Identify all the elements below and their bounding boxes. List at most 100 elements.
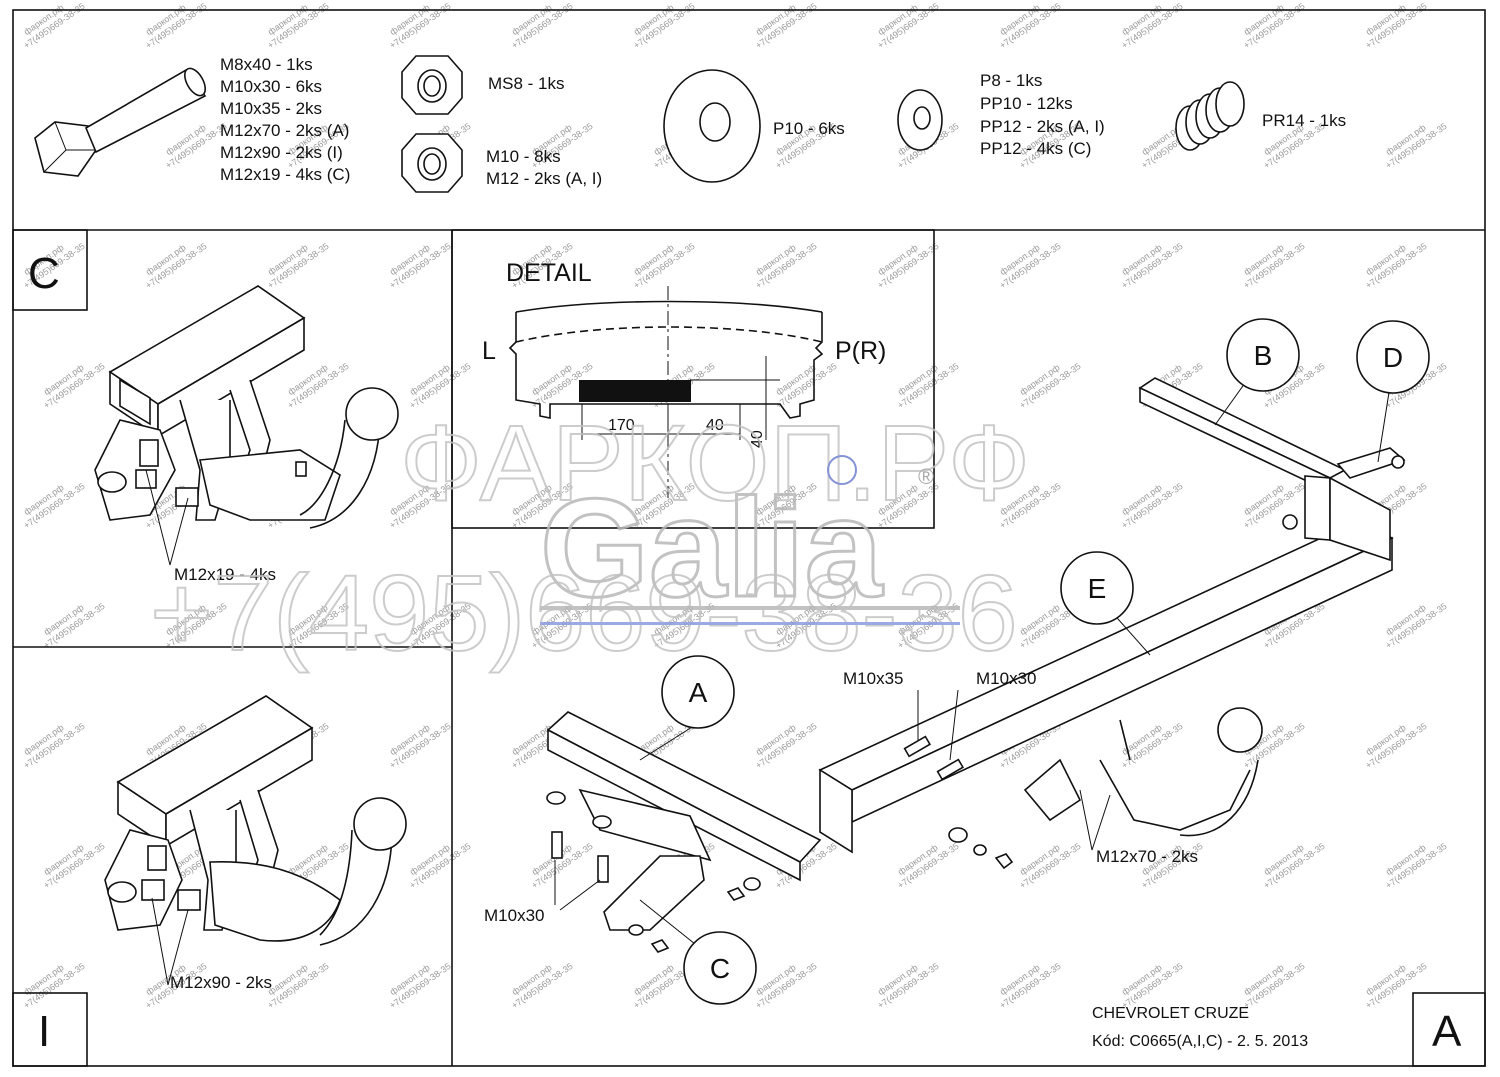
watermark-tile: фаркоп.рф+7(495)669-38-35	[876, 241, 941, 291]
hex-nut-icon	[401, 133, 463, 193]
watermark-tile: фаркоп.рф+7(495)669-38-35	[1242, 241, 1307, 291]
watermark-site-big: ФАРКОП.РФ	[400, 402, 1030, 523]
hardware-row: M8x40 - 1ks M10x30 - 6ks M10x35 - 2ks M1…	[34, 55, 1346, 193]
callout-c: C	[710, 953, 730, 984]
watermark-tile: фаркоп.рф+7(495)669-38-35	[1120, 1, 1185, 51]
panel-c-bolt-label: M12x19 - 4ks	[174, 565, 276, 584]
watermark-tile: фаркоп.рф+7(495)669-38-35	[1364, 721, 1429, 771]
watermark-tile: фаркоп.рф+7(495)669-38-35	[22, 481, 87, 531]
watermark-tile: фаркоп.рф+7(495)669-38-35	[754, 1, 819, 51]
big-watermark: ФАРКОП.РФ +7(495)669-38-36 Galia ®	[149, 401, 1031, 674]
detail-left-label: L	[482, 337, 496, 365]
panel-c: C M12x19 - 4ks	[28, 249, 399, 584]
watermark-tile: фаркоп.рф+7(495)669-38-35	[1364, 241, 1429, 291]
watermark-tile: фаркоп.рф+7(495)669-38-35	[754, 721, 819, 771]
bolt-list-item: M12x70 - 2ks (A)	[220, 121, 349, 140]
bolt-m10x35-label: M10x35	[843, 669, 903, 688]
watermark-tile: фаркоп.рф+7(495)669-38-35	[1242, 961, 1307, 1011]
detail-right-label: P(R)	[835, 337, 886, 365]
bolt-m10x30-bottom-label: M10x30	[484, 906, 544, 925]
washer-list-item: PP12 - 2ks (A, I)	[980, 117, 1105, 136]
watermark-tile: фаркоп.рф+7(495)669-38-35	[144, 241, 209, 291]
washer-list-item: PP10 - 12ks	[980, 94, 1073, 113]
galia-logo: Galia	[540, 469, 884, 626]
main-assembly	[546, 318, 1430, 1005]
watermark-tile: фаркоп.рф+7(495)669-38-35	[1120, 481, 1185, 531]
registered-mark: ®	[918, 464, 934, 489]
watermark-tile: фаркоп.рф+7(495)669-38-35	[754, 961, 819, 1011]
bolt-list-item: M12x90 - 2ks (I)	[220, 143, 343, 162]
watermark-tile: фаркоп.рф+7(495)669-38-35	[266, 241, 331, 291]
watermark-phone-big: +7(495)669-38-36	[150, 552, 1018, 673]
tow-hitch-variant-i	[104, 695, 407, 946]
washer-list-item: PP12 - 4ks (C)	[980, 139, 1091, 158]
callout-b: B	[1254, 340, 1273, 371]
watermark-tile: фаркоп.рф+7(495)669-38-35	[22, 961, 87, 1011]
watermark-tile: фаркоп.рф+7(495)669-38-35	[408, 841, 473, 891]
watermark-tile: фаркоп.рф+7(495)669-38-35	[42, 841, 107, 891]
watermark-tile: фаркоп.рф+7(495)669-38-35	[144, 1, 209, 51]
watermark-tile: фаркоп.рф+7(495)669-38-35	[1384, 601, 1449, 651]
washer-list-item: P8 - 1ks	[980, 71, 1042, 90]
watermark-tile: фаркоп.рф+7(495)669-38-35	[998, 961, 1063, 1011]
watermark-tile: фаркоп.рф+7(495)669-38-35	[42, 361, 107, 411]
bumper-section	[508, 286, 824, 498]
watermark-tile: фаркоп.рф+7(495)669-38-35	[1018, 841, 1083, 891]
watermark-tile: фаркоп.рф+7(495)669-38-35	[1364, 1, 1429, 51]
watermark-tile: фаркоп.рф+7(495)669-38-35	[632, 1, 697, 51]
watermark-tile: фаркоп.рф+7(495)669-38-35	[632, 241, 697, 291]
detail-dim-40-vertical: 40	[749, 430, 766, 448]
watermark-tile: фаркоп.рф+7(495)669-38-35	[1384, 841, 1449, 891]
panel-i-letter: I	[38, 1007, 50, 1056]
bolt-m12x70-label: M12x70 - 2ks	[1096, 847, 1198, 866]
washer-p10-label: P10 - 6ks	[773, 119, 845, 138]
bolt-list-item: M8x40 - 1ks	[220, 55, 313, 74]
bolt-list-item: M12x19 - 4ks (C)	[220, 165, 350, 184]
watermark-tile: фаркоп.рф+7(495)669-38-35	[998, 1, 1063, 51]
watermark-tile: фаркоп.рф+7(495)669-38-35	[388, 241, 453, 291]
detail-dim-40-horizontal: 40	[706, 417, 724, 434]
small-washer-icon	[897, 89, 943, 151]
tow-hitch-variant-c	[94, 285, 399, 529]
watermark-tile: фаркоп.рф+7(495)669-38-35	[876, 1, 941, 51]
panel-i-bolt-label: M12x90 - 2ks	[170, 973, 272, 992]
panel-c-letter: C	[28, 249, 60, 298]
watermark-tile: фаркоп.рф+7(495)669-38-35	[286, 361, 351, 411]
detail-title: DETAIL	[506, 259, 592, 287]
watermark-tile: фаркоп.рф+7(495)669-38-35	[1262, 841, 1327, 891]
nut-list-item: M12 - 2ks (A, I)	[486, 169, 602, 188]
detail-dim-170: 170	[608, 417, 635, 434]
part-code: Kód: C0665(A,I,C) - 2. 5. 2013	[1092, 1033, 1308, 1050]
watermark-tile: фаркоп.рф+7(495)669-38-35	[1120, 961, 1185, 1011]
watermark-tile: фаркоп.рф+7(495)669-38-35	[22, 1, 87, 51]
watermark-tile: фаркоп.рф+7(495)669-38-35	[388, 961, 453, 1011]
watermark-tile: фаркоп.рф+7(495)669-38-35	[754, 241, 819, 291]
spring-washer-icon	[1175, 81, 1245, 151]
watermark-tile: фаркоп.рф+7(495)669-38-35	[1242, 1, 1307, 51]
watermark-tile: фаркоп.рф+7(495)669-38-35	[266, 1, 331, 51]
car-model: CHEVROLET CRUZE	[1092, 1005, 1249, 1022]
watermark-tile: фаркоп.рф+7(495)669-38-35	[876, 961, 941, 1011]
nut-ms8-label: MS8 - 1ks	[488, 74, 565, 93]
lock-nut-icon	[401, 55, 463, 115]
watermark-tile: фаркоп.рф+7(495)669-38-35	[1364, 961, 1429, 1011]
drawing-frame	[12, 9, 1486, 1067]
watermark-tile: фаркоп.рф+7(495)669-38-35	[1120, 721, 1185, 771]
bolt-list-item: M10x35 - 2ks	[220, 99, 322, 118]
watermark-tile: фаркоп.рф+7(495)669-38-35	[510, 1, 575, 51]
detail-panel: DETAIL L P(R) 170 40 40	[482, 259, 886, 498]
callout-e: E	[1088, 573, 1107, 604]
watermark-tile: фаркоп.рф+7(495)669-38-35	[22, 721, 87, 771]
spring-label: PR14 - 1ks	[1262, 111, 1346, 130]
callout-a: A	[689, 677, 708, 708]
watermark-tile: фаркоп.рф+7(495)669-38-35	[388, 721, 453, 771]
callout-d: D	[1383, 342, 1403, 373]
watermark-tile: фаркоп.рф+7(495)669-38-35	[1120, 241, 1185, 291]
bolt-m10x30-top-label: M10x30	[976, 669, 1036, 688]
watermark-tile: фаркоп.рф+7(495)669-38-35	[998, 241, 1063, 291]
bolt-list-item: M10x30 - 6ks	[220, 77, 322, 96]
nut-list-item: M10 - 8ks	[486, 147, 561, 166]
large-washer-icon	[663, 69, 761, 183]
watermark-tile: фаркоп.рф+7(495)669-38-35	[1384, 121, 1449, 171]
